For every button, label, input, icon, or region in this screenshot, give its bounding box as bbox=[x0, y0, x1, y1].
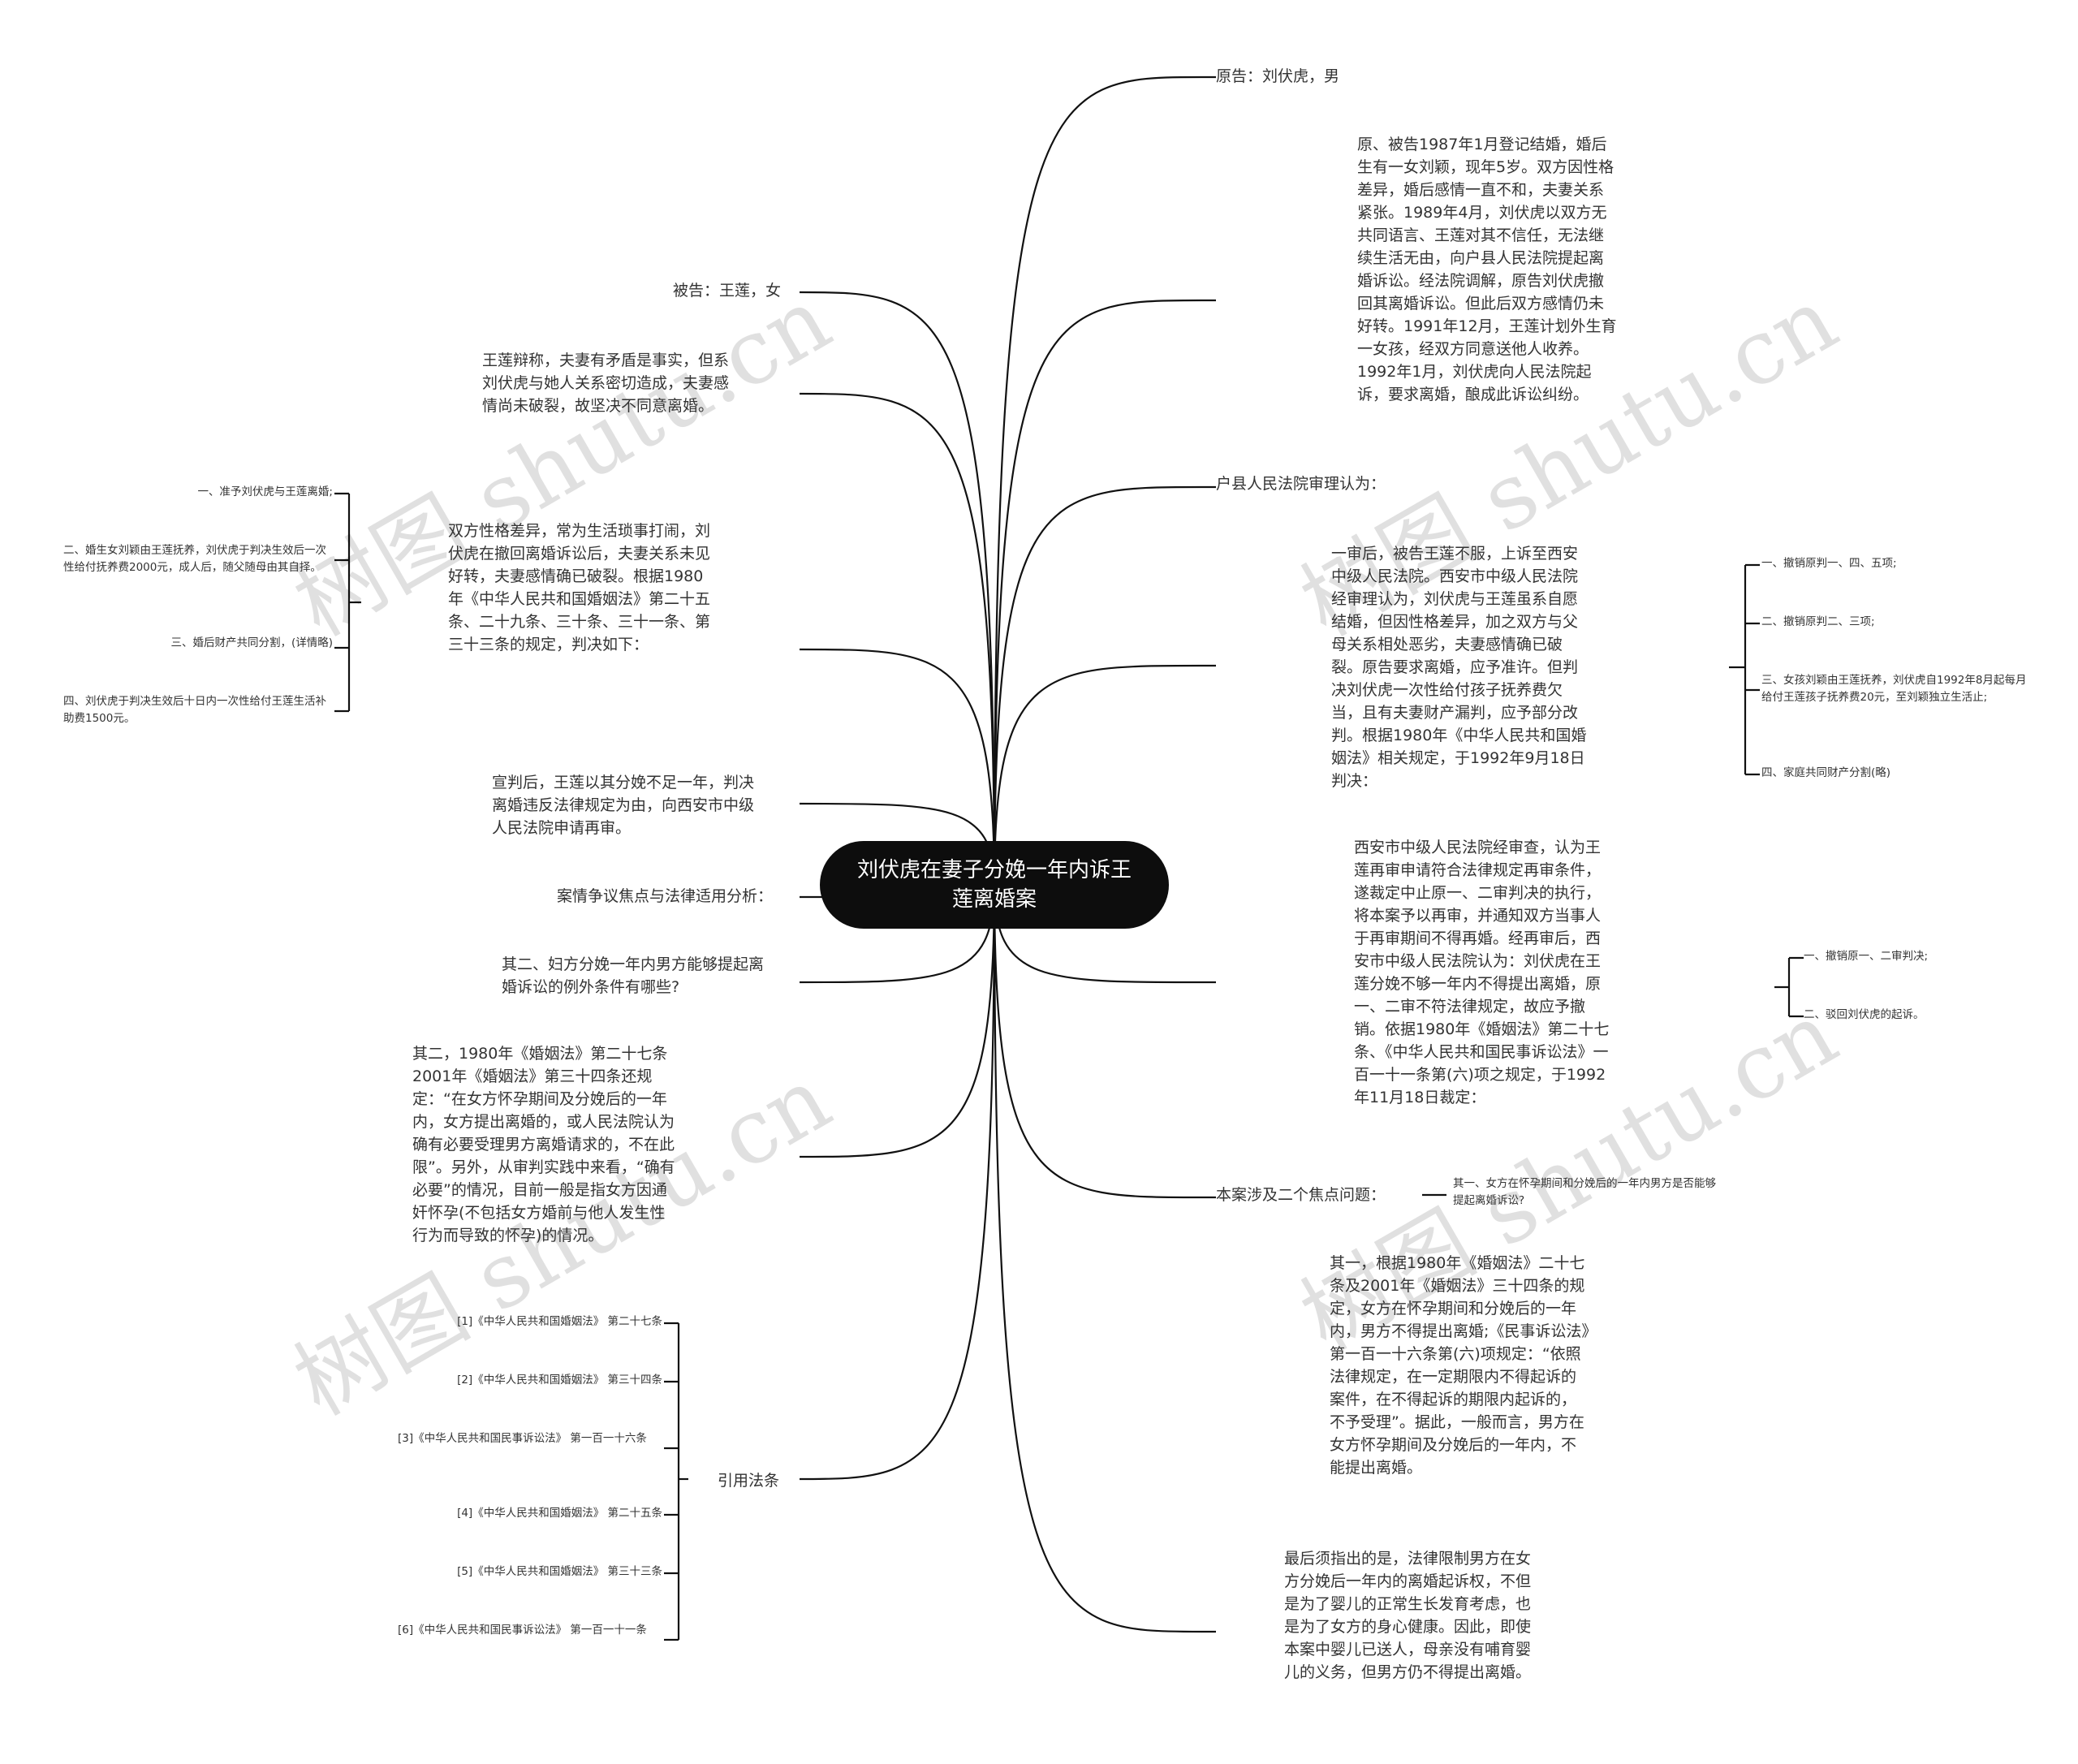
node-case-facts[interactable]: 原、被告1987年1月登记结婚，婚后生有一女刘颖，现年5岁。双方因性格差异，婚后… bbox=[1357, 136, 1617, 403]
judgment-item[interactable]: 一、准予刘伏虎与王莲离婚; bbox=[197, 485, 333, 498]
node-cited-laws[interactable]: 引用法条 bbox=[717, 1472, 779, 1490]
node-retrial-application[interactable]: 宣判后，王莲以其分娩不足一年，判决离婚违反法律规定为由，向西安市中级人民法院申请… bbox=[492, 774, 755, 837]
appeal-item[interactable]: 四、家庭共同财产分割(略) bbox=[1761, 766, 1891, 779]
node-second-point[interactable]: 其二，1980年《婚姻法》第二十七条2001年《婚姻法》第三十四条还规定：“在女… bbox=[412, 1045, 675, 1244]
cited-law-item[interactable]: [3]《中华人民共和国民事诉讼法》 第一百一十六条 bbox=[398, 1432, 647, 1445]
branch-connector bbox=[799, 392, 996, 886]
branch-connector bbox=[799, 884, 996, 1481]
judgment-item[interactable]: 二、婚生女刘颖由王莲抚养，刘伏虎于判决生效后一次性给付抚养费2000元，成人后，… bbox=[63, 544, 326, 574]
retrial-item[interactable]: 一、撤销原一、二审判决; bbox=[1804, 950, 1929, 963]
retrial-item[interactable]: 二、驳回刘伏虎的起诉。 bbox=[1804, 1008, 1925, 1021]
branch-connector bbox=[993, 75, 1202, 886]
branch-connector bbox=[799, 648, 996, 886]
node-appeal[interactable]: 一审后，被告王莲不服，上诉至西安中级人民法院。西安市中级人民法院经审理认为，刘伏… bbox=[1331, 545, 1587, 790]
node-plaintiff[interactable]: 原告：刘伏虎，男 bbox=[1216, 67, 1340, 85]
branch-connector bbox=[993, 485, 1202, 886]
cited-law-item[interactable]: [5]《中华人民共和国婚姻法》 第三十三条 bbox=[457, 1565, 662, 1578]
node-issue-two[interactable]: 其二、妇方分娩一年内男方能够提起离婚诉讼的例外条件有哪些? bbox=[502, 955, 765, 996]
node-final-note[interactable]: 最后须指出的是，法律限制男方在女方分娩后一年内的离婚起诉权，不但是为了婴儿的正常… bbox=[1284, 1550, 1532, 1681]
root-topic[interactable]: 刘伏虎在妻子分娩一年内诉王莲离婚案 bbox=[820, 841, 1169, 929]
node-dispute-analysis[interactable]: 案情争议焦点与法律适用分析： bbox=[556, 887, 773, 905]
node-defense[interactable]: 王莲辩称，夫妻有矛盾是事实，但系刘伏虎与她人关系密切造成，夫妻感情尚未破裂，故坚… bbox=[482, 352, 730, 415]
cited-law-item[interactable]: [2]《中华人民共和国婚姻法》 第三十四条 bbox=[457, 1374, 662, 1387]
branch-connector bbox=[993, 299, 1202, 886]
appeal-item[interactable]: 三、女孩刘颖由王莲抚养，刘伏虎自1992年8月起每月给付王莲孩子抚养费20元，至… bbox=[1761, 674, 2027, 704]
node-huxian-court[interactable]: 户县人民法院审理认为： bbox=[1216, 475, 1386, 493]
branch-connector bbox=[799, 884, 996, 1158]
node-first-point[interactable]: 其一，根据1980年《婚姻法》二十七条及2001年《婚姻法》三十四条的规定，女方… bbox=[1330, 1254, 1589, 1477]
judgment-item[interactable]: 四、刘伏虎于判决生效后十日内一次性给付王莲生活补助费1500元。 bbox=[63, 695, 326, 725]
branch-connector bbox=[993, 884, 1202, 1199]
branch-connector bbox=[993, 884, 1202, 1633]
judgment-item[interactable]: 三、婚后财产共同分割，(详情略) bbox=[170, 636, 333, 649]
branch-connector bbox=[799, 291, 996, 886]
node-two-issues[interactable]: 本案涉及二个焦点问题： bbox=[1216, 1186, 1386, 1204]
appeal-item[interactable]: 一、撤销原判一、四、五项; bbox=[1761, 557, 1897, 570]
branch-connector bbox=[993, 664, 1202, 886]
root-topic-label: 刘伏虎在妻子分娩一年内诉王莲离婚案 bbox=[856, 858, 1132, 912]
cited-law-item[interactable]: [6]《中华人民共和国民事诉讼法》 第一百一十一条 bbox=[398, 1624, 647, 1637]
node-issue-one[interactable]: 其一、女方在怀孕期间和分娩后的一年内男方是否能够提起离婚诉讼? bbox=[1453, 1177, 1716, 1207]
node-retrial[interactable]: 西安市中级人民法院经审查，认为王莲再审申请符合法律规定再审条件，遂裁定中止原一、… bbox=[1354, 839, 1610, 1106]
node-defendant[interactable]: 被告：王莲，女 bbox=[672, 282, 781, 300]
node-first-judgment[interactable]: 双方性格差异，常为生活琐事打闹，刘伏虎在撤回离婚诉讼后，夫妻关系未见好转，夫妻感… bbox=[448, 522, 711, 653]
cited-law-item[interactable]: [4]《中华人民共和国婚姻法》 第二十五条 bbox=[457, 1507, 662, 1520]
appeal-item[interactable]: 二、撤销原判二、三项; bbox=[1761, 615, 1875, 628]
cited-law-item[interactable]: [1]《中华人民共和国婚姻法》 第二十七条 bbox=[457, 1315, 662, 1328]
